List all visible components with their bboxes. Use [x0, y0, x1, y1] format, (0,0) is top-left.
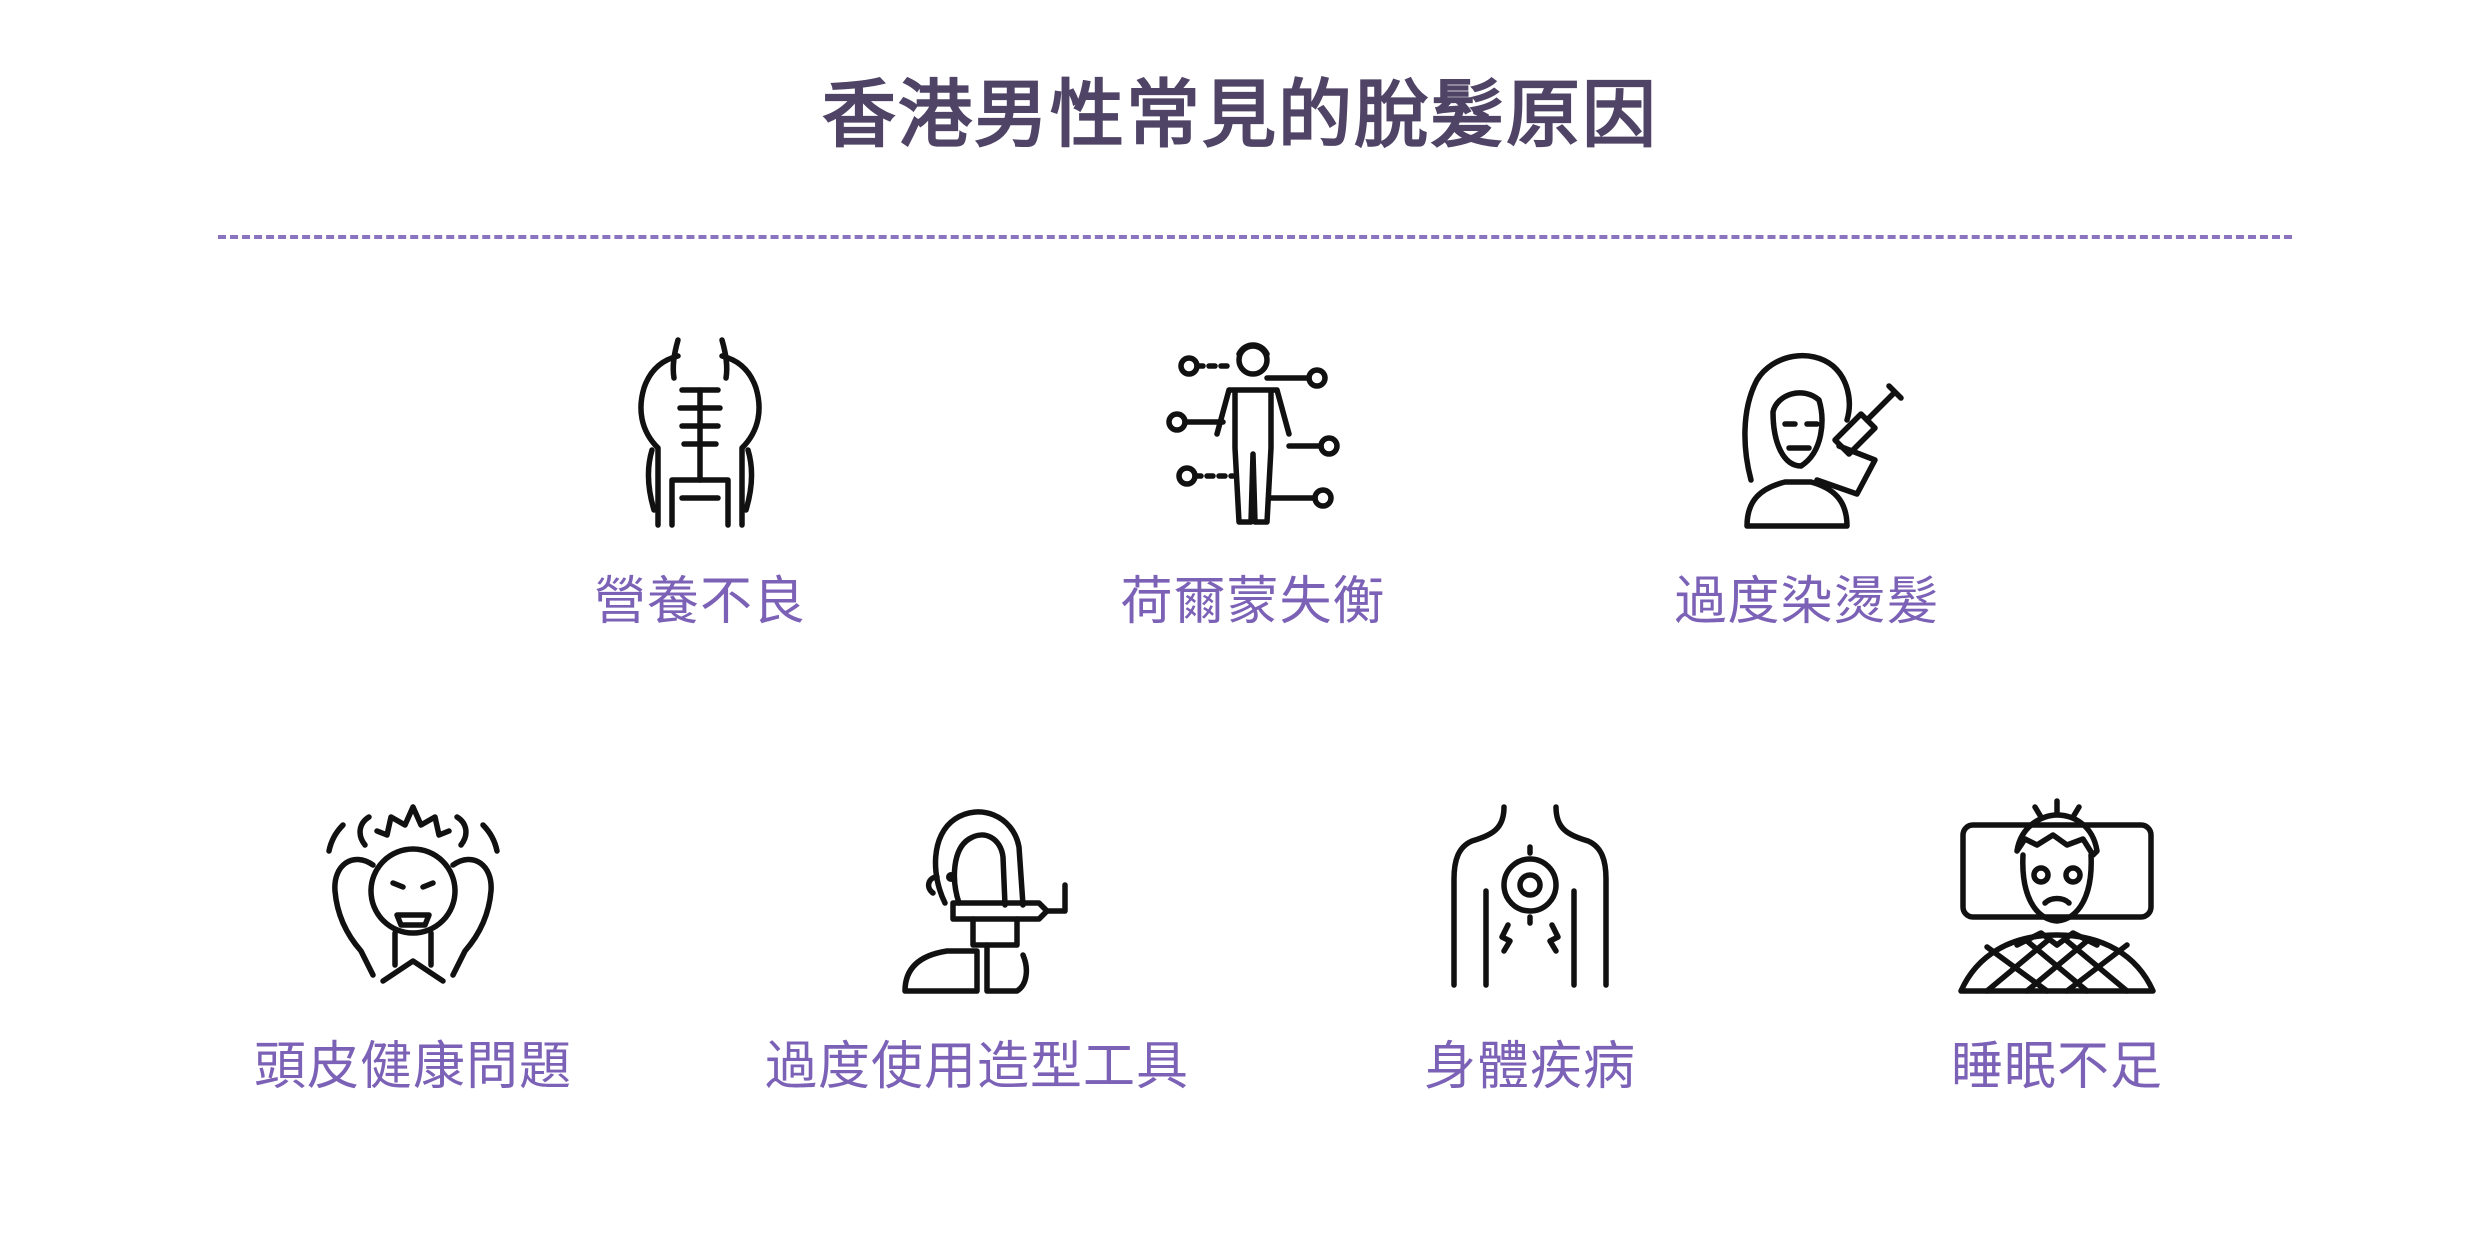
cause-label: 過度使用造型工具: [764, 1037, 1189, 1097]
cause-item-scalp: 頭皮健康問題: [183, 795, 643, 1096]
cause-label: 身體疾病: [1423, 1037, 1636, 1097]
cause-item-sleep: 睡眠不足: [1827, 795, 2287, 1096]
cause-item-styling-tools: 過度使用造型工具: [747, 795, 1207, 1096]
cause-item-hair-dye: 過度染燙髮: [1577, 330, 2037, 631]
cause-item-hormone: 荷爾蒙失衡: [1023, 330, 1483, 631]
cause-label: 營養不良: [593, 572, 806, 632]
stressed-head-scratch-icon: [313, 795, 513, 995]
cause-label: 頭皮健康問題: [253, 1037, 572, 1097]
page-title: 香港男性常見的脫髮原因: [822, 72, 1658, 158]
cause-label: 荷爾蒙失衡: [1120, 572, 1386, 632]
cause-label: 睡眠不足: [1950, 1037, 2163, 1097]
dashed-divider: [218, 235, 2292, 239]
malnourished-torso-icon: [600, 330, 800, 530]
hair-dye-brush-icon: [1707, 330, 1907, 530]
cause-item-malnutrition: 營養不良: [470, 330, 930, 631]
back-pain-target-icon: [1430, 795, 1630, 995]
cause-item-illness: 身體疾病: [1300, 795, 1760, 1096]
sleepless-in-bed-icon: [1957, 795, 2157, 995]
body-diagram-icon: [1153, 330, 1353, 530]
cause-label: 過度染燙髮: [1674, 572, 1940, 632]
hair-straightener-icon: [877, 795, 1077, 995]
